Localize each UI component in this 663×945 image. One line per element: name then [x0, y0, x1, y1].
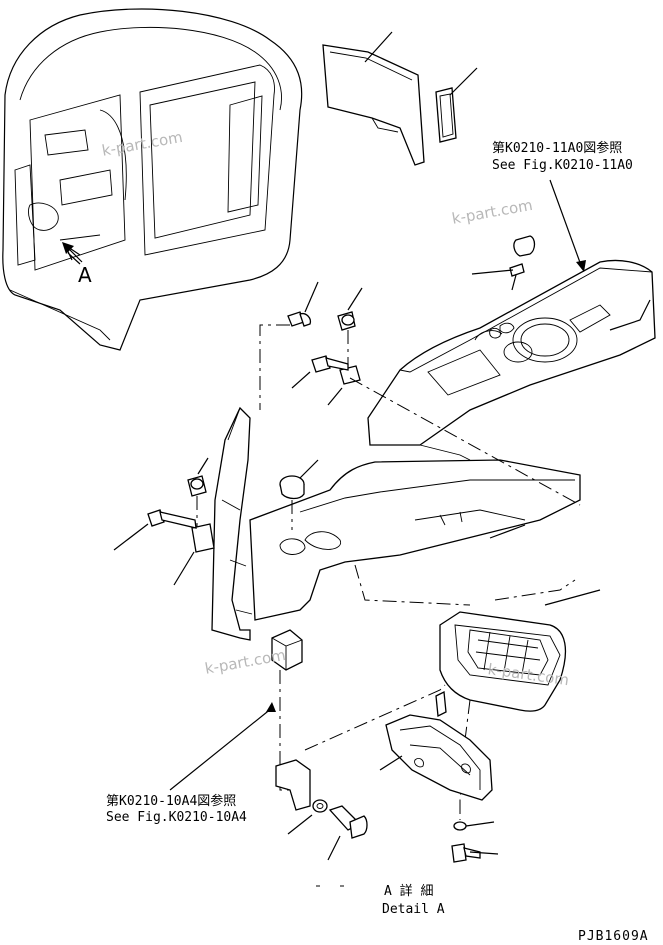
screw [292, 356, 348, 388]
view-letter-a: A [78, 263, 92, 287]
bolt-clip-3 [174, 458, 214, 585]
arrow-icon [62, 242, 82, 264]
detail-washer-bolt [452, 800, 498, 862]
cab-overview [3, 9, 302, 350]
vent-grille [436, 68, 477, 142]
pillar-trim [212, 408, 252, 640]
reference-label-bottom-en: See Fig.K0210-10A4 [106, 810, 247, 825]
reference-label-top-en: See Fig.K0210-11A0 [492, 158, 633, 173]
drawing-code: PJB1609A [578, 929, 649, 944]
bracket-block [170, 630, 310, 810]
floor-mat [323, 32, 424, 165]
mount-bracket [380, 692, 492, 800]
clip-fastener [472, 236, 535, 338]
plug-cap [280, 460, 318, 530]
reference-label-top-jp: 第K0210-11A0図参照 [492, 141, 623, 156]
washer-bolt [288, 800, 367, 860]
control-box [440, 590, 600, 711]
long-screw [114, 510, 196, 550]
reference-leader-top [550, 180, 586, 272]
detail-label-en: Detail A [382, 902, 445, 917]
bolt-clip-2 [328, 288, 362, 405]
front-trim-panel [250, 460, 580, 620]
reference-label-bottom-jp: 第K0210-10A4図参照 [106, 794, 237, 809]
bolt-clip-1 [260, 282, 318, 410]
detail-label-jp: A 詳 細 [384, 884, 434, 899]
side-console [368, 260, 655, 460]
